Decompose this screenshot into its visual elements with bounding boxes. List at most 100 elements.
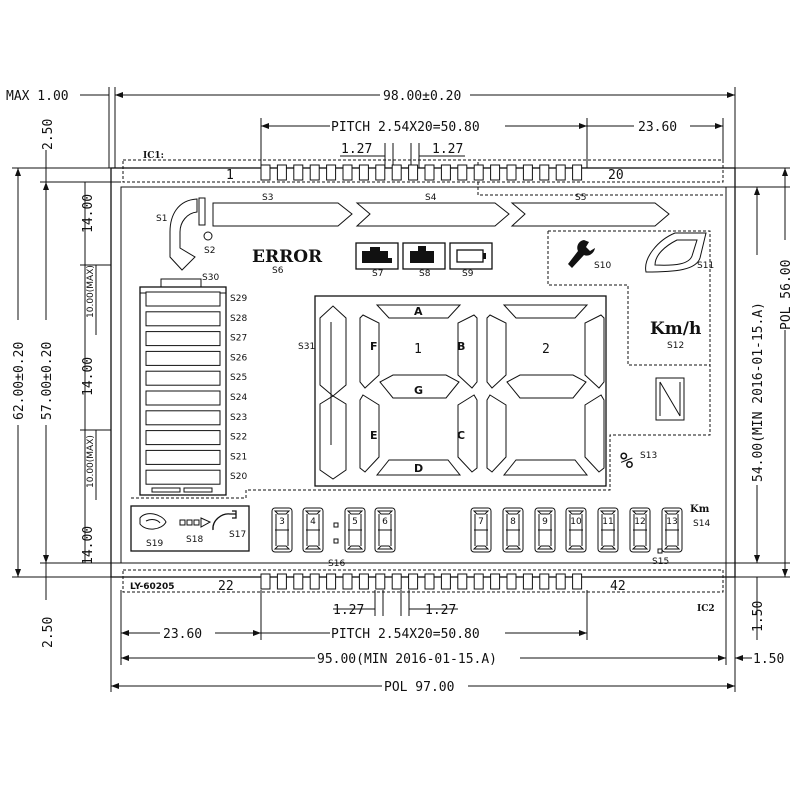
pin-bottom-31 <box>408 573 419 590</box>
pin-top-11 <box>424 164 435 181</box>
seg-b <box>457 314 478 389</box>
seg-f <box>359 314 380 389</box>
s18-arrow-icon <box>200 517 212 528</box>
bar-s22 <box>145 430 221 446</box>
pin-bottom-37 <box>506 573 517 590</box>
s12-label: S12 <box>667 341 684 351</box>
bar-s27 <box>145 331 221 347</box>
big-digit-2-label: 2 <box>542 342 550 357</box>
bar-label-s24: S24 <box>230 393 247 403</box>
bar-stack-frame <box>139 286 227 496</box>
small-digit-label-8: 8 <box>510 517 516 527</box>
s5-label: S5 <box>575 193 586 203</box>
ic1-dashed-outline <box>122 159 724 183</box>
s18-label: S18 <box>186 535 203 545</box>
bar-s25 <box>145 370 221 386</box>
s13-label: S13 <box>640 451 657 461</box>
bar-label-s23: S23 <box>230 413 247 423</box>
pin-top-15 <box>490 164 501 181</box>
pin-top-20 <box>572 164 583 181</box>
bar-label-s25: S25 <box>230 373 247 383</box>
s17-plug-icon <box>212 510 237 531</box>
s1-curved-icon <box>169 198 198 271</box>
pin-bottom-25 <box>309 573 320 590</box>
s7-label: S7 <box>372 269 383 279</box>
height-54-dim: 54.00(MIN 2016-01-15.A) <box>751 302 766 482</box>
max-10-b-dim: 10.00(MAX) <box>86 435 96 488</box>
s6-label: S6 <box>272 266 284 276</box>
s31-label: S31 <box>298 342 315 352</box>
s16-label: S16 <box>328 559 345 569</box>
pin-top-18 <box>539 164 550 181</box>
wrench-icon <box>568 240 595 268</box>
small-digit-3: 3 <box>271 507 293 553</box>
s8-label: S8 <box>419 269 431 279</box>
pin-top-5 <box>326 164 337 181</box>
pin-bottom-28 <box>358 573 369 590</box>
small-digit-label-6: 6 <box>382 517 388 527</box>
s10-inner-dashed <box>547 231 710 366</box>
pin-top-1 <box>260 164 271 181</box>
small-digit-label-7: 7 <box>478 517 484 527</box>
model-label: LY-60205 <box>130 582 175 592</box>
seg-d-label: D <box>414 462 423 475</box>
s2-dot <box>203 231 213 241</box>
pin-gap-4: 1.27 <box>425 603 456 618</box>
pin-gap-2: 1.27 <box>432 142 463 157</box>
height-57-dim: 57.00±0.20 <box>40 342 55 420</box>
pin-top-4 <box>309 164 320 181</box>
s10-label: S10 <box>594 261 611 271</box>
bar-s26 <box>145 350 221 366</box>
s15-label: S15 <box>652 557 669 567</box>
s31-segment <box>319 305 347 397</box>
small-digit-13: 13 <box>661 507 683 553</box>
viewing-area-outline <box>120 186 727 564</box>
pin-top-17 <box>522 164 533 181</box>
pin-top-13 <box>457 164 468 181</box>
s5-arrow <box>510 202 670 227</box>
glass-outline <box>110 167 736 578</box>
seg-d <box>375 459 462 476</box>
pin-bottom-33 <box>440 573 451 590</box>
s11-leaf-inner <box>654 239 698 266</box>
ic2-label: IC2 <box>697 604 715 614</box>
pin-bottom-26 <box>326 573 337 590</box>
kmh-text: Km/h <box>650 319 701 339</box>
s17-label: S17 <box>229 530 246 540</box>
s4-arrow <box>355 202 510 227</box>
bottom-pins <box>260 573 583 590</box>
pin-bottom-27 <box>342 573 353 590</box>
small-digit-label-4: 4 <box>310 517 316 527</box>
pin-top-14 <box>473 164 484 181</box>
seg-c-label: C <box>457 429 465 442</box>
pin-bottom-30 <box>391 573 402 590</box>
pin-top-3 <box>293 164 304 181</box>
n-glyph-icon <box>655 377 685 421</box>
offset-top-right-dim: 23.60 <box>638 120 677 135</box>
seg-a <box>375 304 462 319</box>
pin-bottom-29 <box>375 573 386 590</box>
left-2-50-bottom: 2.50 <box>41 617 56 648</box>
pin-bottom-32 <box>424 573 435 590</box>
seg-e-label: E <box>370 429 378 442</box>
pin-top-8 <box>375 164 386 181</box>
pin-bottom-35 <box>473 573 484 590</box>
pol-97-dim: POL 97.00 <box>384 680 454 695</box>
bar-s23 <box>145 410 221 426</box>
bar-label-s21: S21 <box>230 452 247 462</box>
seg-14-b-dim: 14.00 <box>81 357 96 396</box>
bar-stack <box>145 291 221 493</box>
fuel-icon <box>410 246 434 263</box>
pin-top-16 <box>506 164 517 181</box>
seg-b-label: B <box>457 340 465 353</box>
pin-bottom-36 <box>490 573 501 590</box>
big-digit-1-label: 1 <box>414 342 422 357</box>
small-digit-9: 9 <box>534 507 556 553</box>
pin-42-label: 42 <box>610 579 626 594</box>
battery-icon <box>456 249 484 263</box>
pin-top-19 <box>555 164 566 181</box>
pin-bottom-38 <box>522 573 533 590</box>
seg-a-label: A <box>414 305 423 318</box>
s3-arrow <box>212 202 353 227</box>
